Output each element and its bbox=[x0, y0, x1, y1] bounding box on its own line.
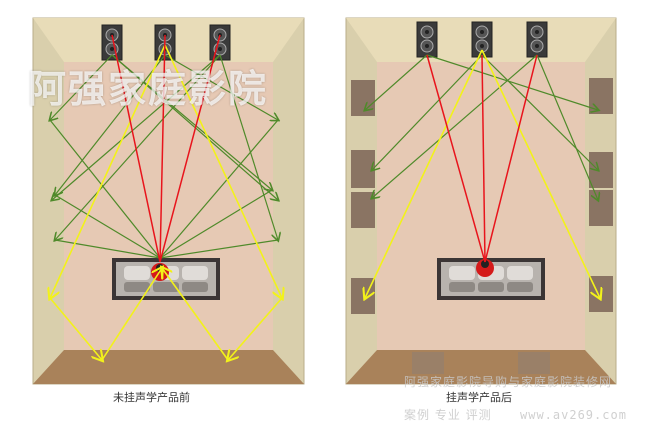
watermark-url: www.av269.com bbox=[520, 408, 627, 422]
direct-sound-red bbox=[426, 54, 538, 263]
speaker-right bbox=[526, 21, 548, 58]
speaker-left bbox=[416, 21, 438, 58]
direct-sound-red bbox=[111, 34, 221, 263]
room-before bbox=[32, 17, 305, 385]
back-wall bbox=[33, 350, 304, 384]
floor bbox=[64, 62, 273, 350]
speaker-right bbox=[209, 24, 231, 61]
room-after bbox=[345, 17, 617, 385]
watermark-line2-left: 案例 专业 评测 bbox=[404, 408, 492, 422]
sofa bbox=[112, 258, 220, 300]
watermark-line1: 阿强家庭影院导购与家庭影院装修网 bbox=[404, 375, 613, 389]
reflections-yellow bbox=[365, 49, 600, 298]
caption-before: 未挂声学产品前 bbox=[113, 391, 190, 404]
reflections-green bbox=[365, 54, 598, 200]
caption-after: 挂声学产品后 bbox=[446, 391, 512, 404]
floor bbox=[377, 62, 585, 350]
watermark-logo: 阿强家庭影院 bbox=[28, 67, 269, 111]
speaker-left bbox=[101, 24, 123, 61]
reflections-yellow bbox=[50, 44, 282, 360]
